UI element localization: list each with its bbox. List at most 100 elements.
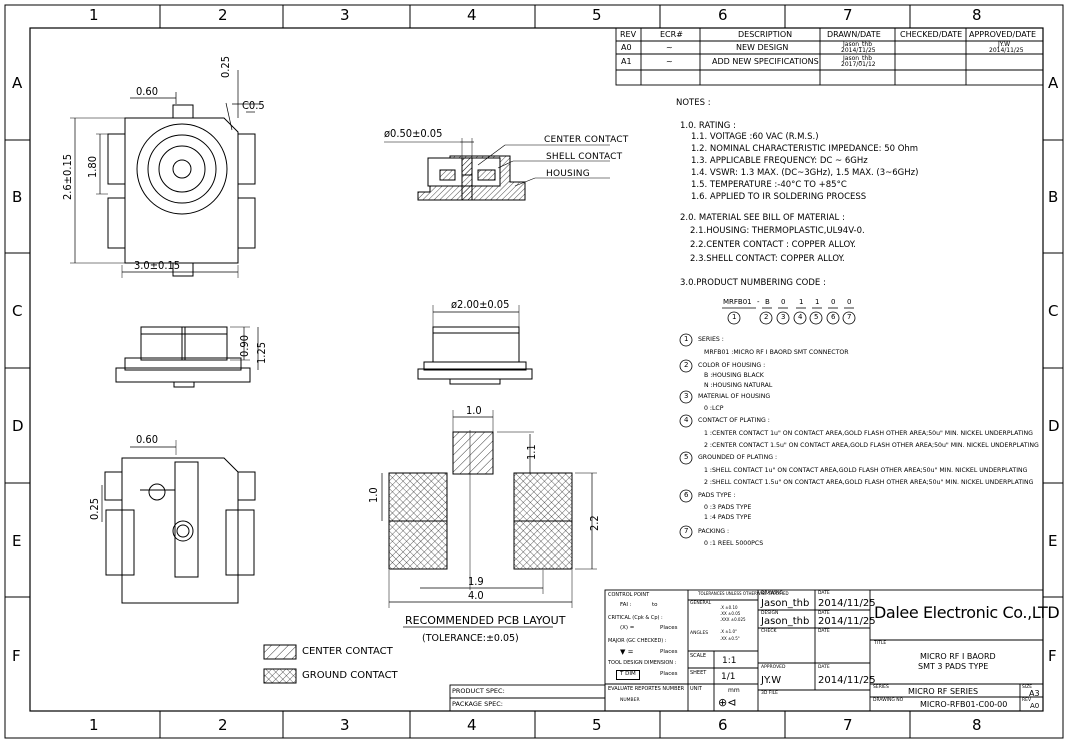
section-num: 3 — [684, 392, 689, 400]
tb-label: DRAWING NO — [873, 698, 904, 703]
dim-label: 0.60 — [136, 433, 159, 446]
code-part: 0 — [781, 298, 786, 306]
tb-label: CHECK — [761, 629, 777, 634]
dim-label: 1.80 — [86, 155, 99, 178]
section-item: B :HOUSING BLACK — [704, 372, 764, 379]
tb-label: ANGLES — [690, 631, 709, 636]
dim-label: 1.25 — [255, 341, 268, 364]
tb-label: SCALE — [690, 653, 707, 659]
notes-rating-item: 1.5. TEMPERATURE :-40°C TO +85°C — [691, 180, 847, 190]
code-circle-num: 5 — [814, 313, 819, 321]
column-label: 3 — [340, 6, 350, 24]
section-item: 0 :LCP — [704, 405, 724, 412]
code-circle-num: 2 — [764, 313, 769, 321]
tb-label: .X ±0.10 — [720, 605, 738, 610]
rev-cell: A0 — [621, 43, 632, 52]
rev-cell: JY.W — [998, 41, 1011, 48]
tb-label: MAJOR (GC CHECKED) : — [608, 638, 667, 644]
tb-label: FAI : — [620, 602, 632, 608]
rev-cell: Jason_thb — [843, 55, 873, 62]
triangle-icon: ▼ = — [620, 648, 634, 656]
code-part: MRFB01 — [723, 298, 752, 306]
column-label: 1 — [89, 716, 99, 734]
dim-label: 0.25 — [219, 55, 232, 78]
column-label: 8 — [972, 716, 982, 734]
callout-housing: HOUSING — [546, 169, 590, 179]
callout-shell-contact: SHELL CONTACT — [546, 152, 623, 162]
row-label: C — [12, 302, 23, 320]
section-num: 4 — [684, 416, 689, 424]
row-label: E — [12, 532, 22, 550]
notes-material-item: 2.3.SHELL CONTACT: COPPER ALLOY. — [690, 254, 845, 264]
section-item: 1 :4 PADS TYPE — [704, 514, 752, 521]
row-label: F — [1048, 647, 1057, 665]
tb-label: SERIES — [873, 685, 889, 690]
tb-label: .XX ±0.5° — [720, 636, 740, 641]
section-title: GROUNDED OF PLATING : — [698, 454, 778, 461]
drawing-frame — [4, 4, 1064, 739]
tb-label: Places — [660, 649, 678, 655]
tb-label: UNIT — [690, 686, 702, 692]
tb-label: SHEET — [690, 670, 707, 676]
section-title: PACKING : — [698, 528, 730, 535]
rev-cell: ~ — [666, 57, 673, 66]
dim-label: 0.60 — [136, 85, 159, 98]
tb-label: APPROVED — [761, 665, 786, 670]
tb-label: DRAWING — [761, 591, 783, 596]
column-label: 4 — [467, 716, 477, 734]
tb-label: NUMBER — [620, 698, 640, 703]
dim-label: ø2.00±0.05 — [451, 298, 510, 311]
dim-label: 2.2 — [588, 515, 601, 531]
dim-label: 1.0 — [466, 404, 482, 417]
section-num: 5 — [684, 453, 689, 461]
row-label: D — [12, 417, 24, 435]
dim-label: 0.90 — [238, 334, 251, 357]
tb-label: DATE — [818, 665, 830, 670]
legend-center-label: CENTER CONTACT — [302, 646, 393, 657]
column-label: 7 — [843, 716, 853, 734]
notes-rating-title: 1.0. RATING : — [680, 121, 736, 131]
tb-drawing-name: Jason_thb — [761, 598, 810, 609]
front-view — [417, 305, 533, 385]
code-circle-num: 6 — [831, 313, 836, 321]
tb-label: to — [652, 602, 658, 608]
section-title: CONTACT OF PLATING : — [698, 417, 770, 424]
tb-label: 3D FILE — [761, 691, 779, 696]
notes-material-item: 2.1.HOUSING: THERMOPLASTIC,UL94V-0. — [690, 226, 865, 236]
tb-label: .X ±1.0° — [720, 629, 737, 634]
tb-label: DESIGN — [761, 611, 779, 616]
dim-label: 1.9 — [468, 575, 484, 588]
tb-sheet: 1/1 — [721, 672, 736, 682]
dim-label: 1.0 — [367, 487, 380, 503]
notes-rating-item: 1.4. VSWR: 1.3 MAX. (DC~3GHz), 1.5 MAX. … — [691, 168, 919, 178]
section-item: 0 :1 REEL 5000PCS — [704, 540, 764, 547]
tb-label: TOLERANCES UNLESS OTHERWISE SPECIFIED — [698, 591, 789, 596]
row-label: F — [12, 647, 21, 665]
column-label: 8 — [972, 6, 982, 24]
legend-ground-swatch — [263, 668, 297, 684]
notes-rating-item: 1.1. VOlTAGE :60 VAC (R.M.S.) — [691, 132, 819, 142]
tb-label: Places — [660, 625, 678, 631]
rev-cell: 2017/01/12 — [841, 61, 876, 68]
tb-label: DATE — [818, 611, 830, 616]
notes-material-item: 2.2.CENTER CONTACT : COPPER ALLOY. — [690, 240, 856, 250]
dim-label: 0.25 — [88, 497, 101, 520]
notes-material-title: 2.0. MATERIAL SEE BILL OF MATERIAL : — [680, 213, 845, 223]
tb-rev: A0 — [1030, 702, 1040, 710]
section-title: COLOR OF HOUSING : — [698, 362, 766, 369]
tb-series: MICRO RF SERIES — [908, 687, 979, 696]
tb-approved-date: 2014/11/25 — [818, 675, 876, 686]
column-label: 4 — [467, 6, 477, 24]
pcb-layout-title: RECOMMENDED PCB LAYOUT — [405, 614, 566, 627]
tb-unit: mm — [728, 687, 740, 694]
rev-cell: Jason_thb — [843, 41, 873, 48]
revision-table-grid — [615, 27, 1044, 86]
tb-label: (X) = — [620, 625, 635, 631]
tb-label: .XX ±0.05 — [720, 611, 741, 616]
tb-drawing-date: 2014/11/25 — [818, 598, 876, 609]
row-label: B — [1048, 188, 1059, 206]
code-circle-num: 1 — [732, 313, 737, 321]
tb-label: DATE — [818, 591, 830, 596]
rev-header: DESCRIPTION — [738, 30, 793, 39]
notes-rating-item: 1.2. NOMINAL CHARACTERISTIC IMPEDANCE: 5… — [691, 144, 919, 154]
